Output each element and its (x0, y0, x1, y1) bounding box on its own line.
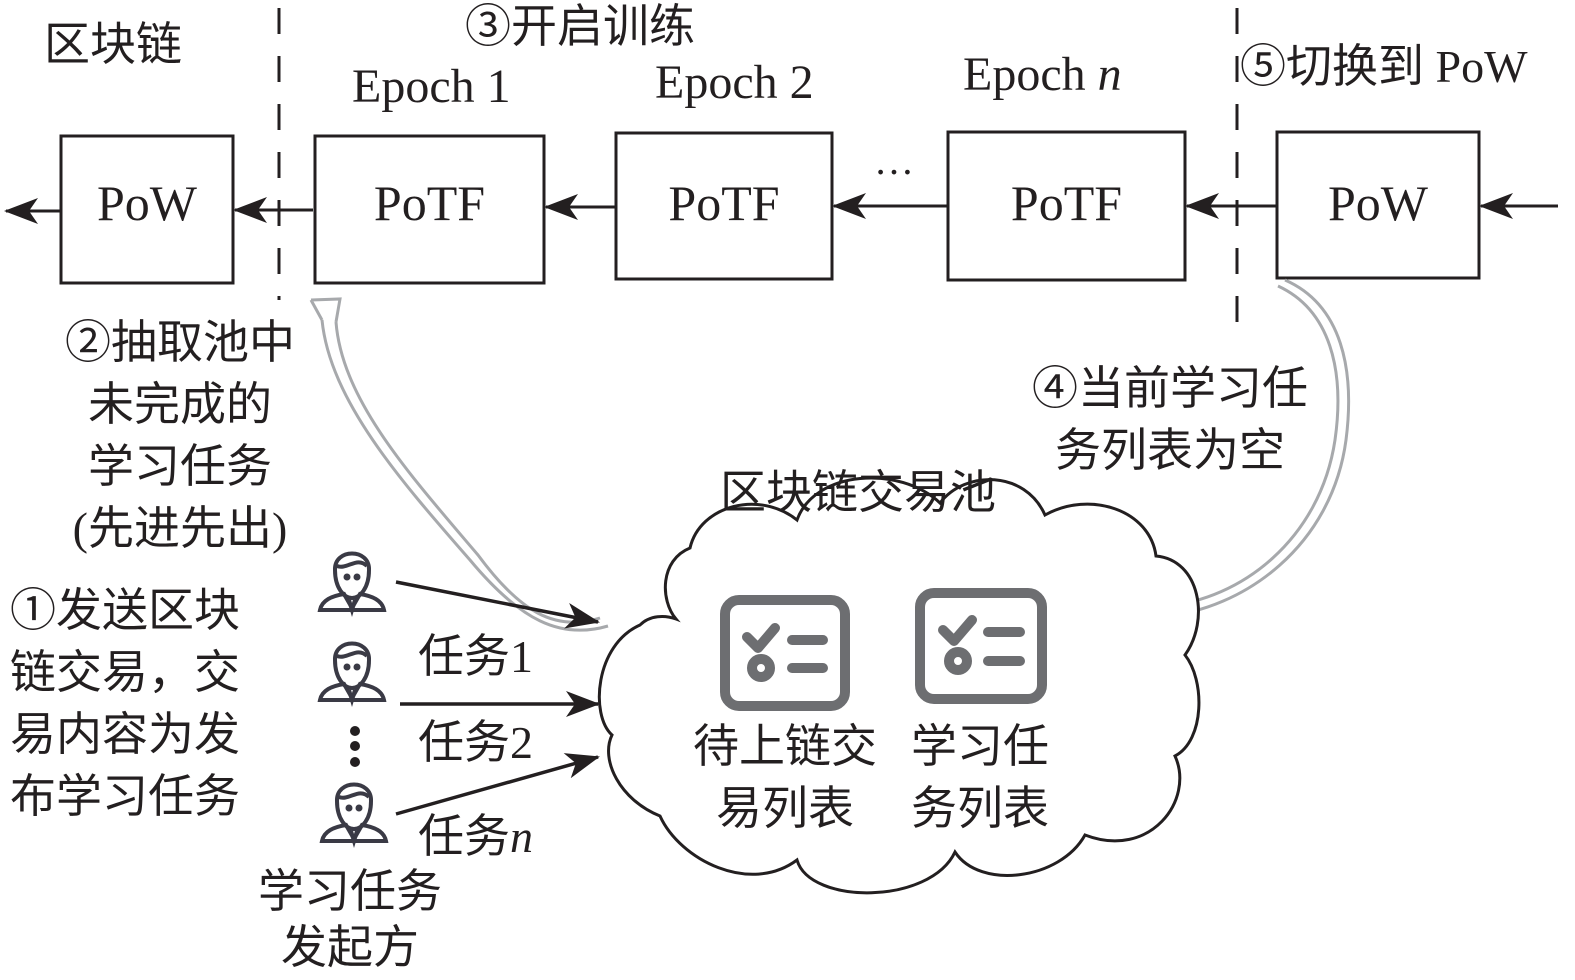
epoch-label-n: Epoch n (963, 48, 1122, 101)
person-icon-initiator-1 (317, 551, 387, 617)
step2-extract-tasks-label: ②抽取池中 未完成的 学习任务 (先进先出) (65, 317, 295, 554)
checklist-icon-pending-tx (720, 595, 850, 711)
step5-switch-to-pow-label: ⑤切换到 PoW (1240, 41, 1528, 92)
step1-send-transaction-label: ①发送区块 链交易，交 易内容为发 布学习任务 (10, 585, 240, 822)
block-label-potf-epochn: PoTF (1010, 175, 1123, 231)
block-potf-epoch1 (313, 134, 546, 285)
block-pow-right (1275, 130, 1481, 280)
task-label-2: 任务2 (418, 717, 533, 768)
task-arrow-n (395, 753, 600, 816)
epoch-label-1: Epoch 1 (352, 60, 511, 113)
blockchain-label: 区块链 (44, 19, 182, 70)
step4-task-list-empty-label: ④当前学习任 务列表为空 (1032, 363, 1308, 476)
epoch-label-2: Epoch 2 (655, 56, 814, 109)
task-label-1: 任务1 (418, 631, 533, 682)
learning-task-list-label: 学习任 务列表 (911, 721, 1049, 834)
checklist-icon-learning-tasks (915, 588, 1047, 704)
person-icon-initiator-2 (317, 641, 387, 707)
block-label-potf-epoch1: PoTF (373, 175, 486, 231)
step3-start-training-label: ③开启训练 (465, 1, 695, 52)
task-label-n: 任务n (418, 811, 533, 862)
task-arrow-1 (395, 580, 600, 629)
block-label-pow-left: PoW (97, 175, 197, 231)
transaction-pool-cloud (597, 476, 1201, 895)
person-icon-initiator-n (319, 782, 389, 848)
vertical-ellipsis-icon (350, 726, 360, 767)
chain-ellipsis: … (874, 138, 914, 183)
block-label-pow-right: PoW (1328, 175, 1428, 231)
transaction-pool-title: 区块链交易池 (720, 467, 996, 518)
flow-arrow-pool-to-epoch1 (309, 297, 609, 632)
task-initiator-label: 学习任务 发起方 (258, 866, 442, 973)
pending-transaction-list-label: 待上链交 易列表 (693, 721, 877, 834)
block-label-potf-epoch2: PoTF (668, 175, 780, 231)
